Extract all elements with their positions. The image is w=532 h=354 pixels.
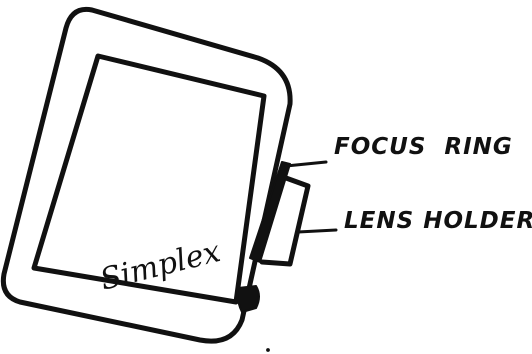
- lens-holder-callout-line: [298, 230, 336, 232]
- side-knob: [238, 286, 260, 312]
- lens-holder-label: LENS HOLDER: [344, 208, 532, 234]
- focus-ring-label: FOCUS RING: [334, 134, 513, 160]
- focus-ring-callout-line: [286, 162, 326, 166]
- stray-dot: [267, 349, 270, 352]
